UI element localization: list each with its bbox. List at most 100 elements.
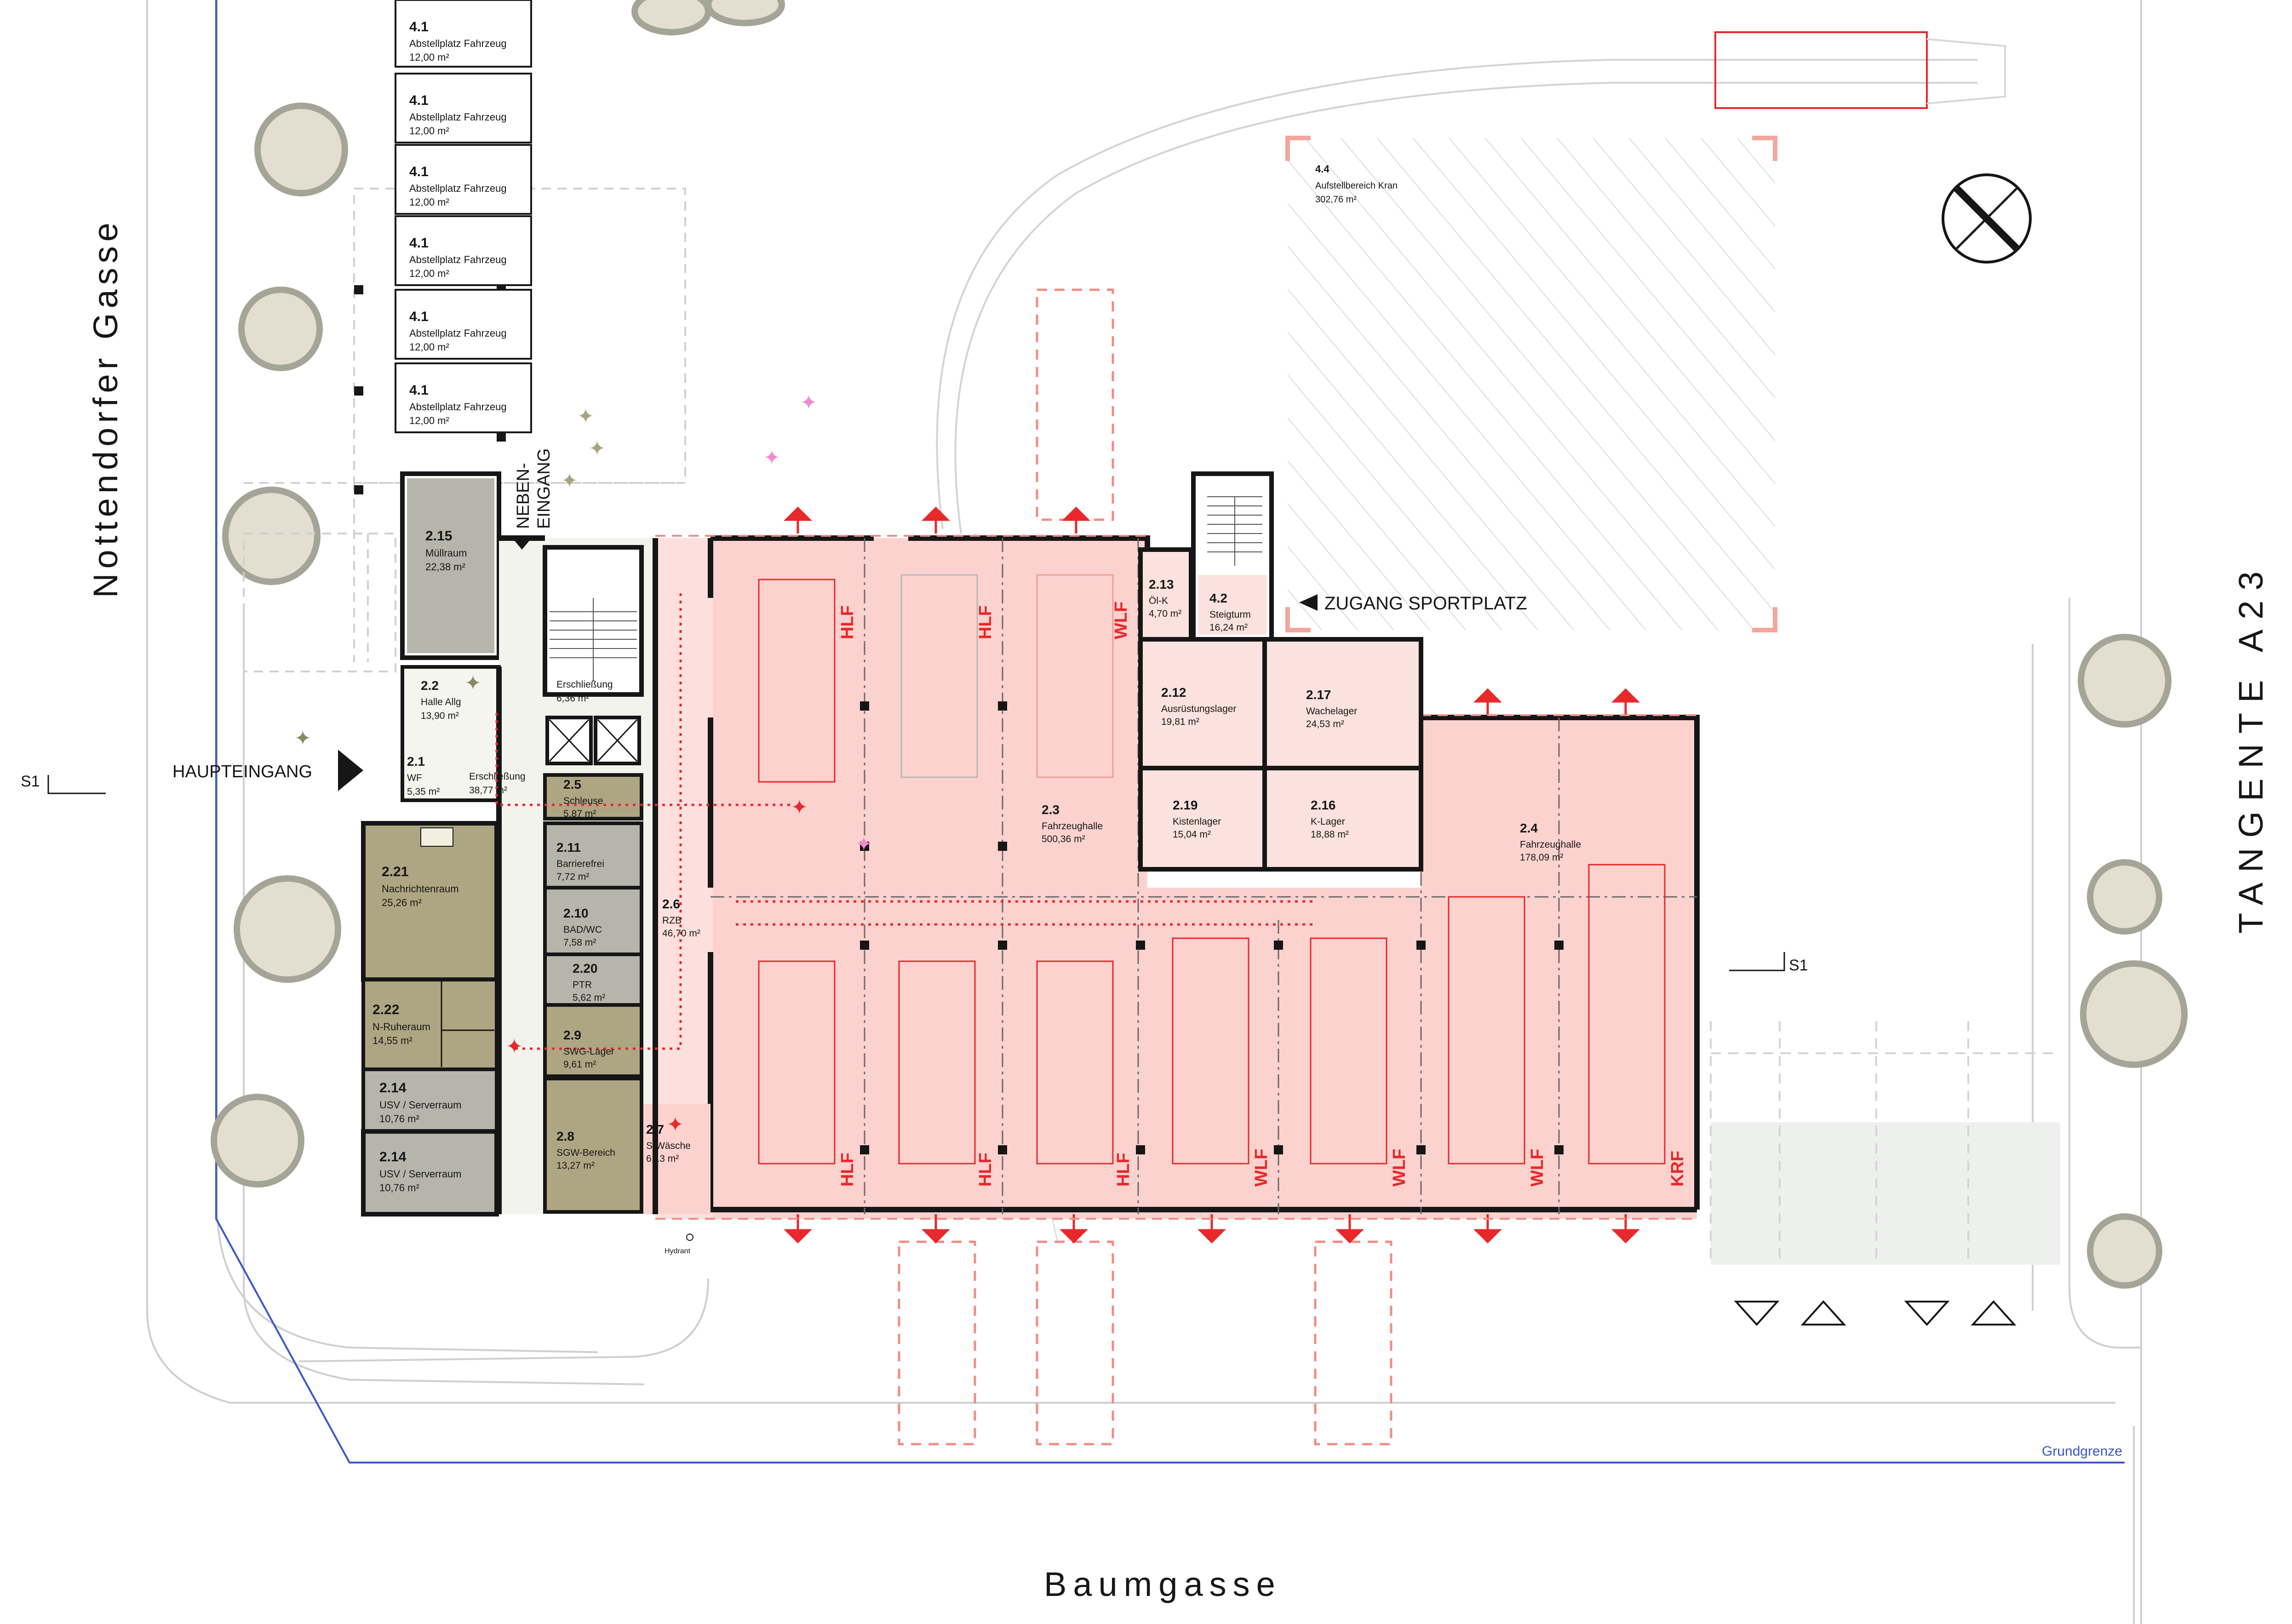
space-name: Abstellplatz Fahrzeug bbox=[409, 401, 507, 413]
entrance-arrow-icon bbox=[1299, 594, 1318, 611]
person-icon: ✦ bbox=[506, 1035, 523, 1058]
svg-text:5,87 m²: 5,87 m² bbox=[563, 809, 596, 819]
arrow-down-icon bbox=[783, 1214, 813, 1244]
svg-text:2.16: 2.16 bbox=[1311, 798, 1336, 812]
space-name: Abstellplatz Fahrzeug bbox=[409, 254, 507, 265]
svg-text:Müllraum: Müllraum bbox=[425, 547, 467, 559]
svg-text:25,26 m²: 25,26 m² bbox=[382, 897, 422, 908]
tree-icon bbox=[211, 1094, 304, 1188]
space-area: 12,00 m² bbox=[409, 268, 449, 279]
room-number: 4.4 bbox=[1315, 163, 1329, 175]
arrow-down-icon bbox=[1611, 1214, 1640, 1244]
entrance-label-line-1: NEBEN- bbox=[514, 463, 533, 529]
room-2-7: 2.7S-Wäsche 6,13 m² bbox=[646, 1122, 691, 1164]
service-rooms bbox=[1138, 471, 1423, 872]
tree-icon bbox=[2087, 1213, 2162, 1289]
svg-text:2.4: 2.4 bbox=[1520, 821, 1538, 835]
person-icon: ✦ bbox=[667, 1113, 684, 1136]
svg-text:N-Ruheraum: N-Ruheraum bbox=[372, 1021, 430, 1033]
svg-text:Fahrzeughalle: Fahrzeughalle bbox=[1042, 821, 1103, 832]
svg-text:BAD/WC: BAD/WC bbox=[563, 924, 602, 935]
arrow-down-icon bbox=[1059, 1214, 1089, 1244]
tree-row-west bbox=[211, 103, 348, 1188]
svg-text:18,88 m²: 18,88 m² bbox=[1311, 829, 1349, 840]
svg-text:2.7: 2.7 bbox=[646, 1122, 664, 1136]
svg-text:2.9: 2.9 bbox=[563, 1028, 581, 1042]
svg-text:S-Wäsche: S-Wäsche bbox=[646, 1141, 691, 1151]
space-number: 4.1 bbox=[409, 235, 429, 251]
vehicle-label: HLF bbox=[976, 605, 995, 639]
svg-text:6,36 m²: 6,36 m² bbox=[556, 693, 589, 704]
svg-text:2.5: 2.5 bbox=[563, 777, 581, 792]
svg-text:7,58 m²: 7,58 m² bbox=[563, 937, 596, 948]
vehicle-label: HLF bbox=[838, 1153, 857, 1187]
svg-text:Wachelager: Wachelager bbox=[1306, 706, 1357, 717]
paved-area-east bbox=[1710, 1021, 2060, 1326]
svg-text:PTR: PTR bbox=[573, 980, 592, 990]
svg-text:13,90 m²: 13,90 m² bbox=[421, 711, 459, 721]
parking-space: 4.1 Abstellplatz Fahrzeug 12,00 m² bbox=[395, 0, 532, 68]
svg-text:2.15: 2.15 bbox=[425, 528, 452, 544]
vehicle-label: WLF bbox=[1112, 602, 1131, 639]
section-label: S1 bbox=[21, 773, 40, 790]
crane-vehicle-outline bbox=[1714, 31, 2006, 109]
vehicle-label: WLF bbox=[1390, 1149, 1409, 1187]
figure-icons: ✦ ✦ ✦ ✦ ✦ ✦ ✦ ✦ ✦ ✦ ✦ bbox=[294, 391, 872, 1136]
grundgrenze-label: Grundgrenze bbox=[2042, 1444, 2122, 1459]
svg-text:USV / Serverraum: USV / Serverraum bbox=[379, 1099, 462, 1111]
svg-text:USV / Serverraum: USV / Serverraum bbox=[379, 1168, 462, 1180]
person-icon: ✦ bbox=[577, 405, 594, 428]
svg-text:13,27 m²: 13,27 m² bbox=[556, 1160, 595, 1171]
hall-dashed-edge bbox=[655, 535, 1697, 1220]
svg-text:22,38 m²: 22,38 m² bbox=[425, 561, 465, 573]
svg-text:6,13 m²: 6,13 m² bbox=[646, 1153, 679, 1164]
space-area: 12,00 m² bbox=[409, 415, 449, 426]
north-arrow bbox=[1942, 173, 2032, 264]
svg-text:19,81 m²: 19,81 m² bbox=[1161, 717, 1199, 727]
svg-text:9,61 m²: 9,61 m² bbox=[563, 1059, 596, 1070]
triangle-down-icon bbox=[1734, 1301, 1780, 1326]
space-number: 4.1 bbox=[409, 19, 429, 34]
tree-icon bbox=[705, 0, 785, 26]
svg-text:RZB: RZB bbox=[662, 915, 682, 926]
svg-text:10,76 m²: 10,76 m² bbox=[379, 1182, 419, 1194]
entrance-side: NEBEN- EINGANG bbox=[510, 448, 554, 550]
entrance-label: ZUGANG SPORTPLATZ bbox=[1324, 593, 1527, 614]
person-icon: ✦ bbox=[791, 796, 808, 819]
person-icon: ✦ bbox=[589, 437, 606, 460]
svg-text:2.14: 2.14 bbox=[379, 1149, 407, 1165]
space-name: Abstellplatz Fahrzeug bbox=[409, 111, 507, 123]
parking-space: 4.1 Abstellplatz Fahrzeug 12,00 m² bbox=[395, 289, 532, 360]
triangle-up-icon bbox=[1971, 1300, 2017, 1326]
person-icon: ✦ bbox=[561, 470, 578, 492]
entrance-arrow-icon bbox=[510, 536, 533, 550]
section-marker-east: S1 bbox=[1729, 952, 1808, 974]
svg-text:5,35 m²: 5,35 m² bbox=[407, 786, 440, 797]
svg-text:4.2: 4.2 bbox=[1209, 591, 1227, 605]
entrance-label-line-2: EINGANG bbox=[534, 448, 554, 529]
svg-text:2.6: 2.6 bbox=[662, 897, 680, 911]
svg-text:2.12: 2.12 bbox=[1161, 685, 1186, 700]
parking-space: 4.1 Abstellplatz Fahrzeug 12,00 m² bbox=[395, 144, 532, 215]
triangle-up-icon bbox=[1800, 1300, 1846, 1326]
space-area: 12,00 m² bbox=[409, 52, 449, 63]
arrow-down-icon bbox=[1335, 1214, 1364, 1244]
svg-text:Schleuse: Schleuse bbox=[563, 796, 603, 806]
parking-spaces: 4.1 Abstellplatz Fahrzeug 12,00 m² 4.1 A… bbox=[395, 0, 532, 433]
tree-icon bbox=[222, 487, 321, 585]
svg-text:2.17: 2.17 bbox=[1306, 688, 1331, 702]
svg-text:5,62 m²: 5,62 m² bbox=[573, 993, 605, 1003]
tree-row-east bbox=[2078, 634, 2188, 1289]
stair-lines bbox=[1207, 496, 1262, 566]
arrow-down-icon bbox=[1473, 1214, 1502, 1244]
